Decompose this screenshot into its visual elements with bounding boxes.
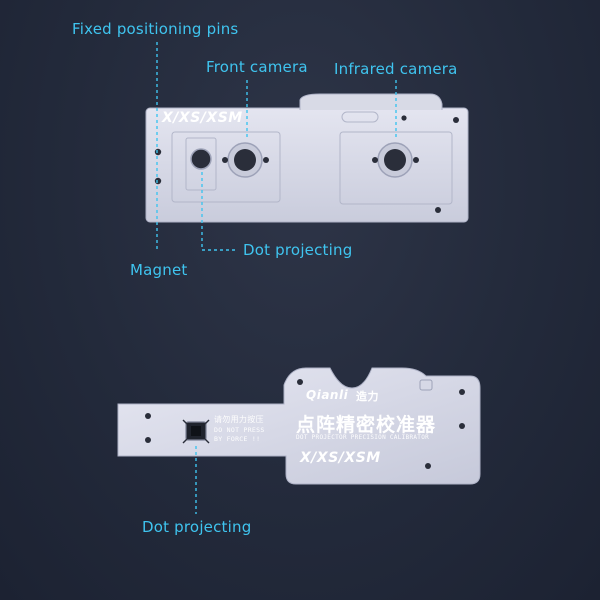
infrared-camera-recess — [339, 131, 453, 205]
top-plate-model-label: X/XS/XSM — [162, 110, 243, 126]
screw — [145, 413, 151, 419]
infrared-camera-hole — [372, 142, 419, 178]
screw — [453, 117, 459, 123]
callout-magnet: Magnet — [130, 261, 188, 279]
product-subtitle-en: DOT PROJECTOR PRECISION CALIBRATOR — [296, 434, 430, 441]
bottom-calibrator-plate — [117, 367, 481, 485]
callout-dot-projecting-top: Dot projecting — [243, 241, 353, 259]
callout-lines — [156, 42, 397, 514]
warning-cn: 请勿用力按压 — [214, 415, 264, 424]
brand-logo-cn: 造力 — [356, 390, 379, 403]
product-title-cn: 点阵精密校准器 — [296, 414, 437, 436]
callout-front-camera: Front camera — [206, 58, 308, 76]
positioning-pin — [154, 177, 162, 185]
leader-dot-projecting-top — [201, 172, 238, 251]
front-camera-recess — [171, 131, 281, 203]
screw — [425, 463, 431, 469]
brand-logo-text: Qianli — [306, 388, 349, 402]
screw — [401, 115, 407, 121]
magnet-hole — [190, 148, 212, 170]
warning-en-line2: BY FORCE !! — [214, 435, 261, 443]
screw — [435, 207, 441, 213]
dot-projecting-window — [182, 419, 210, 444]
screw — [459, 389, 465, 395]
screw — [459, 423, 465, 429]
positioning-pin — [154, 148, 162, 156]
callout-fixed-positioning-pins: Fixed positioning pins — [72, 20, 239, 38]
bottom-plate-model-label: X/XS/XSM — [300, 450, 381, 466]
callout-infrared-camera: Infrared camera — [334, 60, 458, 78]
top-calibrator-plate — [145, 93, 469, 223]
screw — [297, 379, 303, 385]
callout-dot-projecting-bottom: Dot projecting — [142, 518, 252, 536]
screw — [145, 437, 151, 443]
front-camera-hole — [222, 142, 269, 178]
warning-en-line1: DO NOT PRESS — [214, 426, 265, 434]
